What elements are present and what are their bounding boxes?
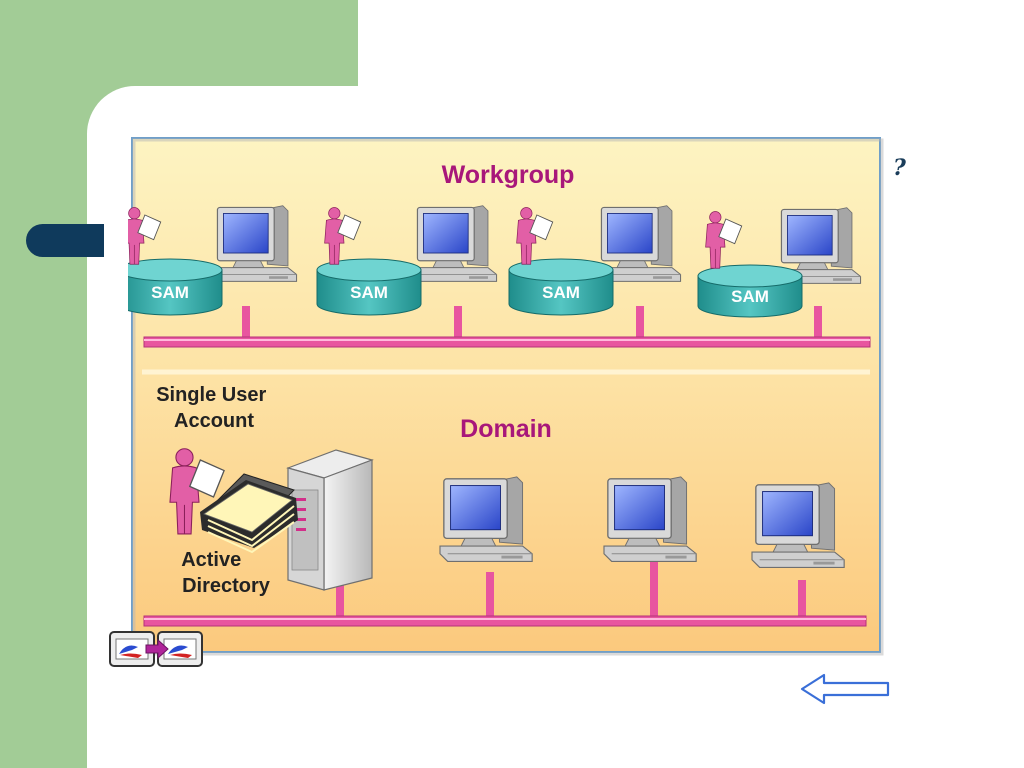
domain-title: Domain bbox=[460, 415, 552, 443]
sam-label: SAM bbox=[731, 287, 769, 306]
workgroup-network-bus bbox=[143, 306, 871, 348]
workgroup-computer-1: SAM bbox=[128, 205, 298, 316]
sam-database-2: SAM bbox=[316, 258, 422, 316]
workgroup-computer-3: SAM bbox=[508, 205, 682, 316]
server-tower-icon bbox=[286, 449, 374, 591]
directory-label-line-2: Directory bbox=[182, 575, 271, 597]
transition-button[interactable] bbox=[108, 630, 204, 668]
active-directory-book-icon bbox=[200, 473, 298, 554]
sam-label: SAM bbox=[350, 283, 388, 302]
domain-computer-2 bbox=[603, 476, 697, 563]
sam-database-4: SAM bbox=[697, 264, 803, 318]
domain-network-bus bbox=[143, 546, 867, 627]
account-label-line-2: Account bbox=[174, 410, 254, 432]
sam-label: SAM bbox=[151, 283, 189, 302]
workgroup-title: Workgroup bbox=[442, 161, 575, 189]
sam-database-3: SAM bbox=[508, 258, 614, 316]
sam-label: SAM bbox=[542, 283, 580, 302]
domain-computer-3 bbox=[751, 482, 845, 569]
sam-database-1: SAM bbox=[128, 258, 223, 316]
slide-mark: ? bbox=[893, 155, 906, 181]
workgroup-computer-4: SAM bbox=[697, 207, 862, 318]
active-directory-label: Active Directory bbox=[181, 549, 271, 597]
green-panel-left bbox=[0, 0, 87, 768]
bullet-pill bbox=[26, 224, 104, 257]
workgroup-computer-2: SAM bbox=[316, 205, 498, 316]
left-arrow-icon bbox=[800, 673, 890, 705]
account-label-line-1: Single User bbox=[156, 384, 266, 406]
back-arrow-button[interactable] bbox=[800, 672, 892, 706]
network-diagram: Workgroup Domain SAM SAM SA bbox=[128, 134, 884, 656]
single-user-account-label: Single User Account bbox=[156, 384, 272, 432]
domain-computer-1 bbox=[439, 476, 533, 563]
domain-controller bbox=[169, 448, 374, 591]
directory-label-line-1: Active bbox=[181, 549, 241, 571]
transition-icon bbox=[109, 631, 203, 667]
